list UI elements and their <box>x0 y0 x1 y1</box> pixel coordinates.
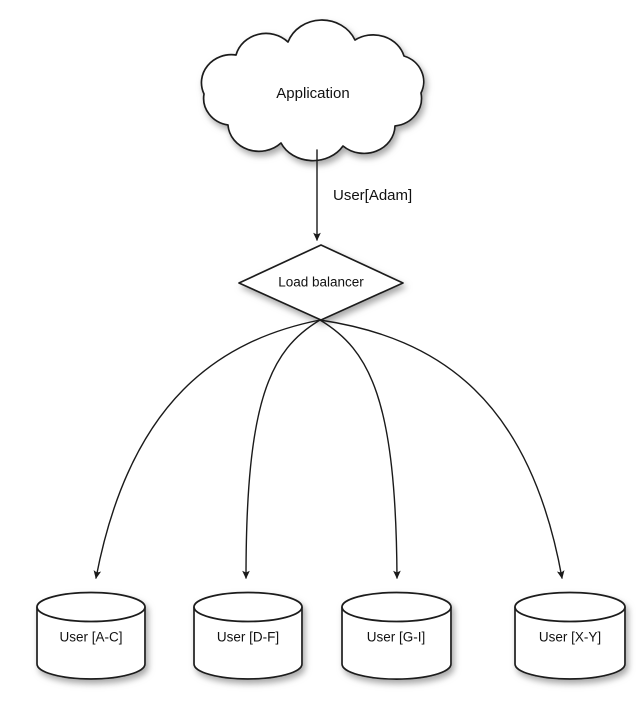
node-application-label: Application <box>276 85 349 102</box>
node-database-3-label: User [X-Y] <box>539 630 601 645</box>
node-database-3[interactable]: User [X-Y] <box>514 591 626 680</box>
node-database-2[interactable]: User [G-I] <box>341 591 452 680</box>
node-database-0[interactable]: User [A-C] <box>36 591 146 680</box>
edge-load-balancer-to-db-3 <box>319 319 565 580</box>
node-application[interactable]: Application <box>200 19 425 162</box>
node-load-balancer[interactable]: Load balancer <box>238 244 404 321</box>
edge-load-balancer-to-db-1-curve <box>242 319 321 580</box>
node-database-1-label: User [D-F] <box>217 630 279 645</box>
node-database-0-label: User [A-C] <box>59 630 122 645</box>
node-database-2-label: User [G-I] <box>367 630 426 645</box>
edge-load-balancer-to-db-1 <box>242 319 321 580</box>
node-load-balancer-label: Load balancer <box>278 275 364 290</box>
edge-load-balancer-to-db-2 <box>319 319 401 580</box>
edge-load-balancer-to-db-3-curve <box>319 319 565 580</box>
edge-label-user-adam: User[Adam] <box>333 187 412 204</box>
edge-load-balancer-to-db-0 <box>93 319 321 580</box>
node-database-1[interactable]: User [D-F] <box>193 591 303 680</box>
edge-application-to-load-balancer: User[Adam] <box>313 149 412 242</box>
edge-load-balancer-to-db-0-curve <box>93 319 321 580</box>
edge-load-balancer-to-db-2-curve <box>319 319 401 580</box>
